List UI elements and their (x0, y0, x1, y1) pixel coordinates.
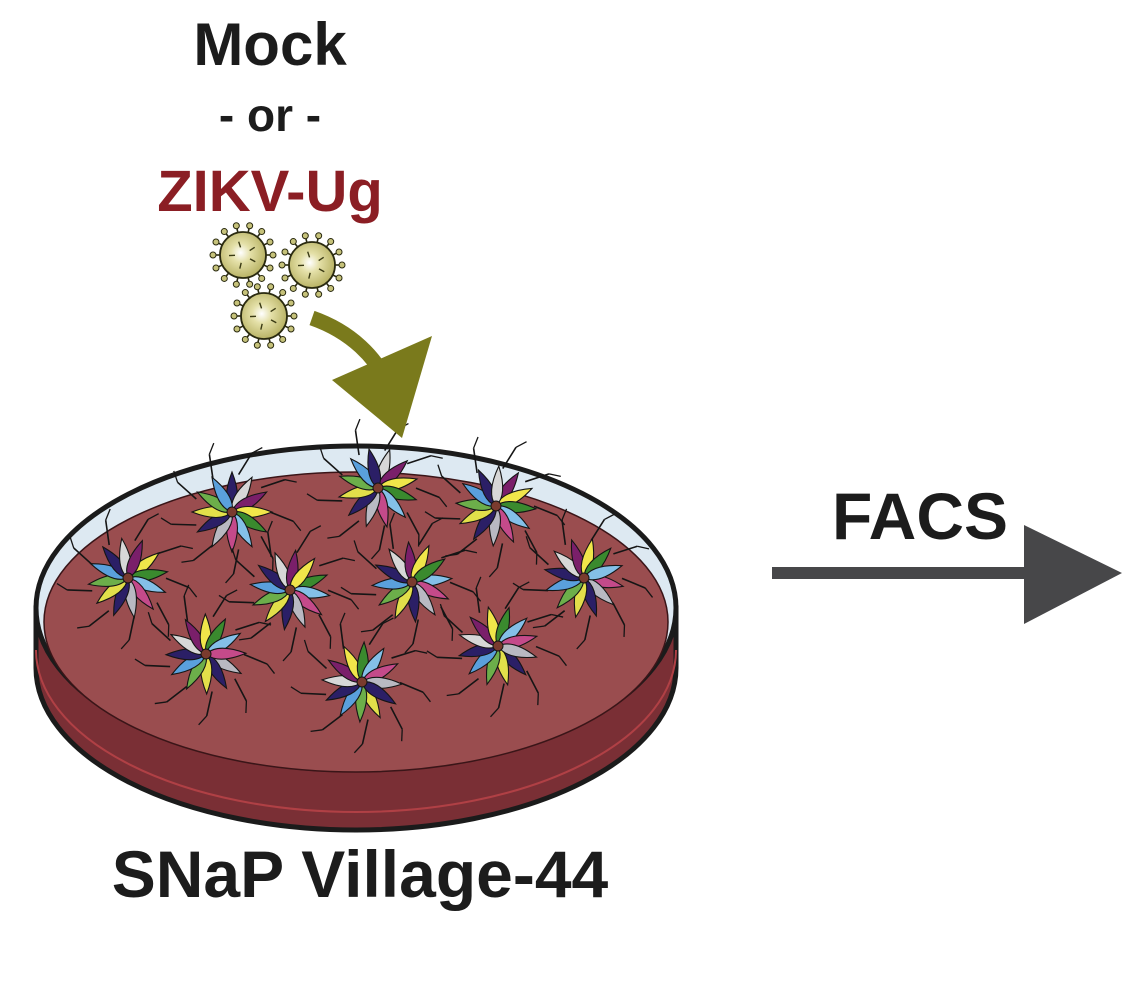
dish-label: SNaP Village-44 (111, 837, 609, 911)
neuron-layer (56, 418, 654, 754)
neuron-cluster-icon (426, 576, 567, 718)
right-arrow-icon (772, 525, 1122, 624)
neuron-cluster-icon (424, 436, 566, 578)
neuron-cluster-icon (290, 612, 431, 754)
facs-label: FACS (831, 479, 1009, 553)
curved-arrow-icon (309, 310, 432, 438)
or-separator: - or - (218, 89, 322, 141)
neuron-cluster-icon (512, 508, 654, 650)
virus-particle-icon (230, 283, 298, 349)
virus-layer (209, 222, 346, 349)
neuron-cluster-icon (56, 508, 198, 650)
neuron-cluster-icon (134, 584, 276, 726)
mock-label: Mock (193, 11, 347, 78)
neuron-cluster-icon (306, 418, 448, 560)
virus-particle-icon (278, 232, 346, 298)
virus-label: ZIKV-Ug (157, 159, 383, 224)
virus-particle-icon (209, 222, 277, 288)
neuron-cluster-icon (218, 520, 360, 662)
